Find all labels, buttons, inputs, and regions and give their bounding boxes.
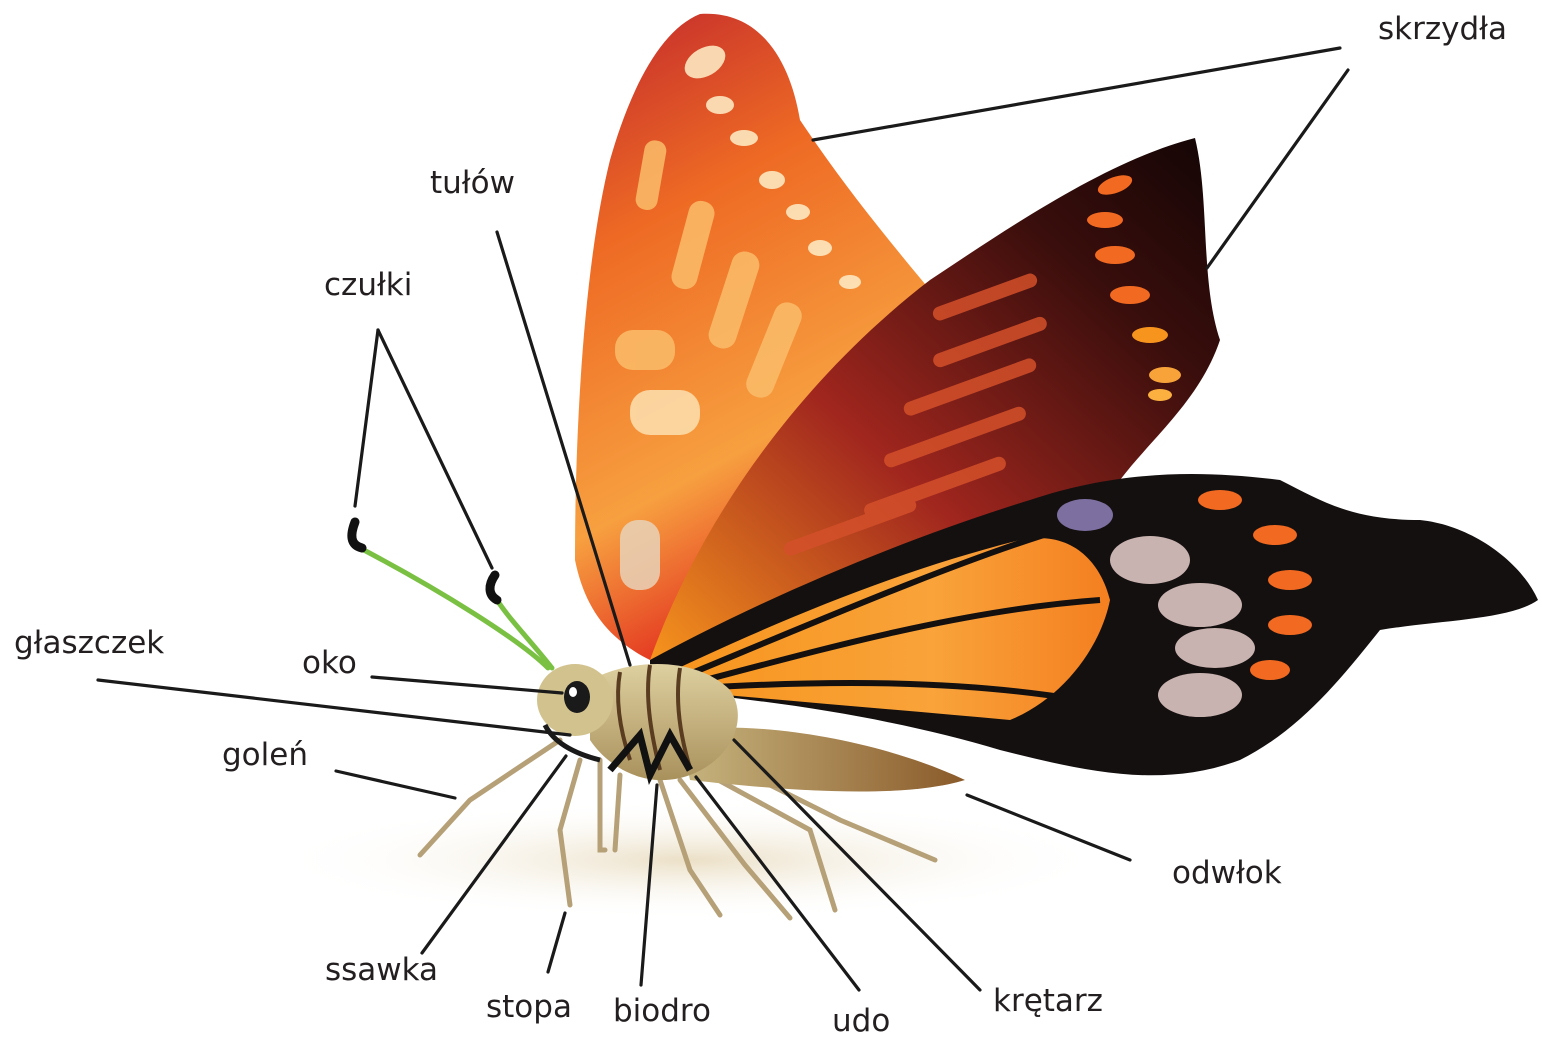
label-skrzydla: skrzydła (1378, 14, 1507, 45)
label-stopa: stopa (486, 992, 572, 1023)
label-ssawka: ssawka (325, 955, 438, 986)
label-kretarz: krętarz (993, 986, 1103, 1017)
label-udo: udo (832, 1006, 890, 1037)
label-odwlok: odwłok (1172, 858, 1282, 889)
ground-shadow (270, 800, 1110, 920)
leader-oko (372, 677, 562, 693)
leader-skrzydla-1 (813, 48, 1340, 140)
label-czulki: czułki (324, 270, 412, 301)
label-golen: goleń (222, 740, 308, 771)
label-tulow: tułów (430, 168, 515, 199)
leader-skrzydla-2 (1207, 70, 1348, 268)
leader-golen (336, 771, 455, 798)
label-biodro: biodro (613, 996, 711, 1027)
label-glaszczek: głaszczek (14, 628, 164, 659)
label-oko: oko (302, 648, 357, 679)
leader-stopa (548, 913, 565, 972)
leader-czulki-2 (378, 330, 492, 568)
leader-czulki-1 (355, 330, 378, 506)
antennae (352, 522, 552, 668)
